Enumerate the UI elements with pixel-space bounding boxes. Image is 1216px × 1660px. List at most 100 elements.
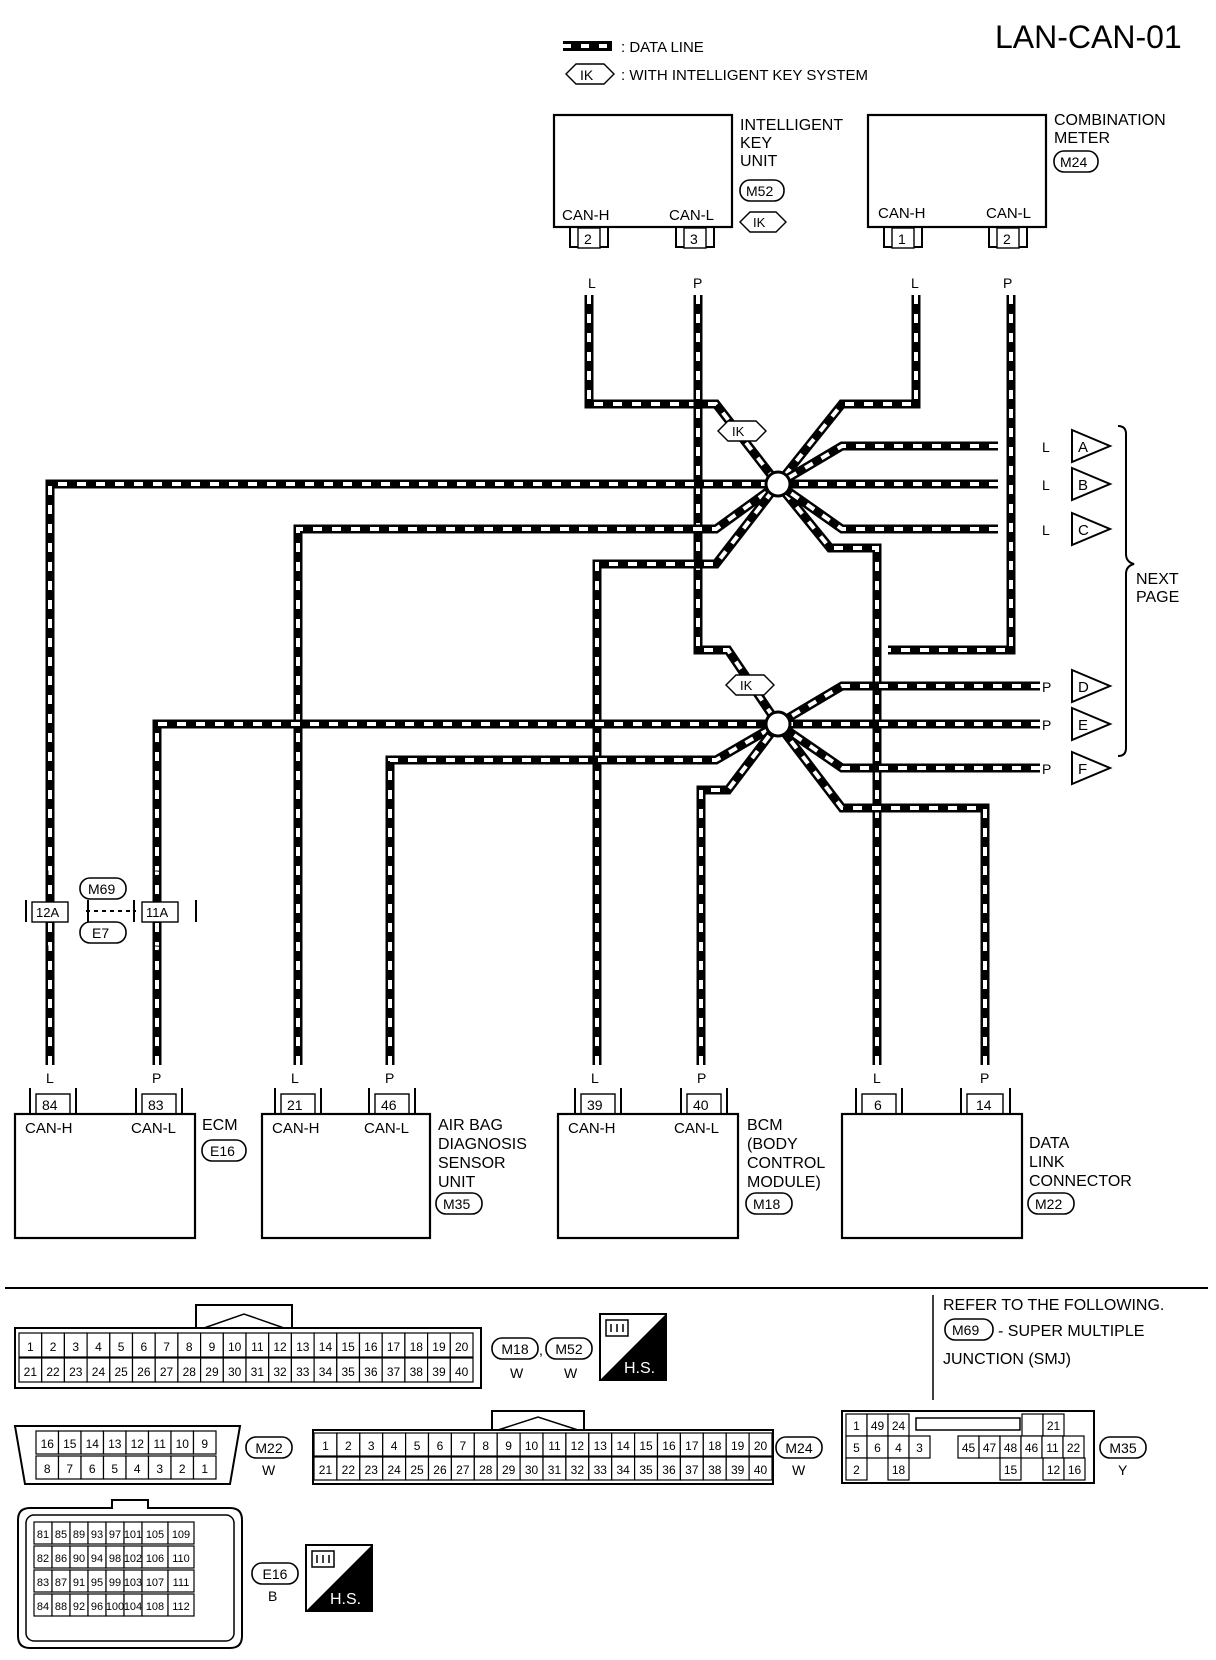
m18-color: W <box>510 1365 524 1381</box>
svg-text:107: 107 <box>146 1577 164 1589</box>
svg-text:84: 84 <box>37 1601 49 1613</box>
svg-text:12: 12 <box>273 1340 287 1354</box>
svg-text:16: 16 <box>41 1437 55 1451</box>
svg-text:22: 22 <box>342 1463 356 1477</box>
svg-text:16: 16 <box>364 1340 378 1354</box>
svg-text:6: 6 <box>141 1340 148 1354</box>
dlc-connector-id: M22 <box>1035 1196 1062 1212</box>
svg-text:31: 31 <box>548 1463 562 1477</box>
svg-text:13: 13 <box>108 1437 122 1451</box>
svg-text:P: P <box>1042 761 1051 777</box>
svg-text:19: 19 <box>731 1439 745 1453</box>
svg-text:100: 100 <box>106 1601 124 1613</box>
svg-text:30: 30 <box>228 1365 242 1379</box>
meter-connector-id: M24 <box>1060 154 1087 170</box>
svg-text:1: 1 <box>898 231 906 247</box>
splice-point-can-h <box>764 470 792 498</box>
m35-connector-id: M35 <box>1099 1436 1147 1459</box>
wire-airbag-can-h <box>293 480 781 1065</box>
svg-text:15: 15 <box>341 1340 355 1354</box>
splice-point-can-l <box>764 710 792 738</box>
airbag-diagnosis-sensor-unit: L P 21 46 CAN-H CAN-L AIR BAG DIAGNOSIS … <box>260 1070 527 1240</box>
wire-next-c <box>775 480 998 534</box>
svg-text:40: 40 <box>455 1365 469 1379</box>
m35-row-3c: 15 <box>999 1457 1022 1481</box>
svg-text:L: L <box>591 1070 599 1086</box>
hs-badge-top: H.S. <box>599 1313 667 1381</box>
svg-text:93: 93 <box>91 1529 103 1541</box>
svg-text:46: 46 <box>1025 1441 1039 1455</box>
next-page-bracket: NEXT PAGE <box>1117 425 1179 757</box>
svg-text:P: P <box>385 1070 394 1086</box>
svg-text:M69: M69 <box>952 1322 979 1338</box>
m22-connector-id: M22 <box>245 1436 293 1459</box>
legend-data-line-text: : DATA LINE <box>621 39 704 56</box>
svg-text:P: P <box>1042 679 1051 695</box>
svg-text:9: 9 <box>209 1340 216 1354</box>
svg-text:L: L <box>1042 477 1050 493</box>
svg-text:6: 6 <box>89 1462 96 1476</box>
svg-text:UNIT: UNIT <box>740 153 778 170</box>
m24-color: W <box>792 1462 806 1478</box>
svg-text:99: 99 <box>109 1577 121 1589</box>
svg-text:104: 104 <box>124 1601 142 1613</box>
svg-text:ECM: ECM <box>202 1117 238 1134</box>
svg-text:12A: 12A <box>36 905 59 920</box>
svg-text:6: 6 <box>874 1441 881 1455</box>
svg-text:40: 40 <box>754 1463 768 1477</box>
svg-text:15: 15 <box>1004 1463 1018 1477</box>
svg-text:8: 8 <box>44 1462 51 1476</box>
svg-text:23: 23 <box>69 1365 83 1379</box>
svg-text:E16: E16 <box>263 1566 288 1582</box>
svg-text:14: 14 <box>319 1340 333 1354</box>
svg-text:M24: M24 <box>785 1440 812 1456</box>
svg-text:P: P <box>152 1070 161 1086</box>
svg-text:37: 37 <box>387 1365 401 1379</box>
svg-text:1: 1 <box>322 1439 329 1453</box>
svg-text:46: 46 <box>381 1097 397 1113</box>
svg-text:112: 112 <box>172 1601 190 1613</box>
svg-text:DIAGNOSIS: DIAGNOSIS <box>438 1136 527 1153</box>
junction-conn-top: M69 <box>88 881 115 897</box>
svg-text:4: 4 <box>391 1439 398 1453</box>
svg-text:16: 16 <box>662 1439 676 1453</box>
svg-text:25: 25 <box>410 1463 424 1477</box>
svg-text:INTELLIGENT: INTELLIGENT <box>740 117 843 134</box>
svg-text:13: 13 <box>594 1439 608 1453</box>
svg-text:COMBINATION: COMBINATION <box>1054 112 1166 129</box>
splice-ik-tag-bottom: IK <box>725 674 775 696</box>
svg-text:P: P <box>980 1070 989 1086</box>
svg-text:39: 39 <box>432 1365 446 1379</box>
svg-text:IK: IK <box>740 678 753 693</box>
can-wires <box>45 295 1040 1065</box>
svg-text:CONTROL: CONTROL <box>747 1155 825 1172</box>
svg-text:10: 10 <box>228 1340 242 1354</box>
svg-text:M35: M35 <box>1109 1440 1136 1456</box>
ikey-pin-can-l: 3 <box>675 227 715 249</box>
wire-ecm-can-h <box>45 479 778 1065</box>
svg-text:9: 9 <box>505 1439 512 1453</box>
svg-text:22: 22 <box>1067 1441 1081 1455</box>
wire-meter-can-l <box>888 295 1016 655</box>
svg-text:21: 21 <box>24 1365 38 1379</box>
svg-text:12: 12 <box>131 1437 145 1451</box>
svg-text:30: 30 <box>525 1463 539 1477</box>
wire-bcm-can-h <box>592 481 782 1065</box>
svg-text:4: 4 <box>134 1462 141 1476</box>
svg-text:P: P <box>152 942 161 958</box>
svg-text:M52: M52 <box>555 1341 582 1357</box>
separator: , <box>539 1342 543 1358</box>
wire-bcm-can-l <box>696 721 782 1065</box>
svg-text:37: 37 <box>685 1463 699 1477</box>
svg-text:P: P <box>152 867 161 883</box>
svg-text:49: 49 <box>871 1419 885 1433</box>
svg-text:L: L <box>46 867 54 883</box>
svg-text:CONNECTOR: CONNECTOR <box>1029 1173 1132 1190</box>
